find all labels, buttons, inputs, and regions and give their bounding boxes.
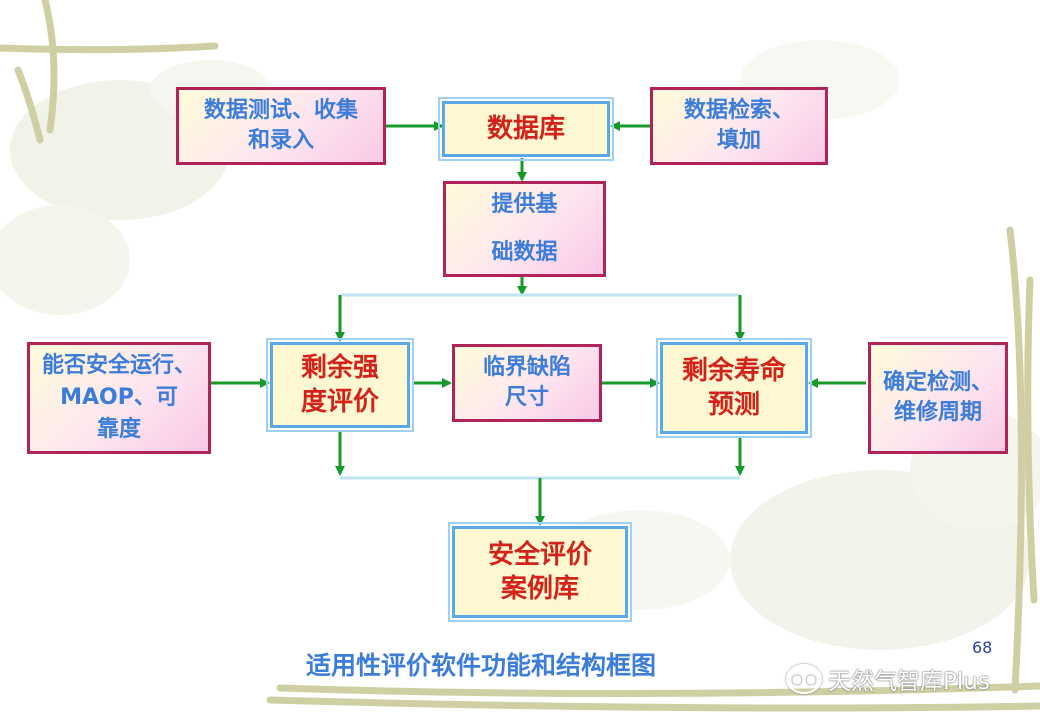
box-critical-defect: 临界缺陷 尺寸 (452, 344, 602, 422)
box-data-retrieval: 数据检索、 填加 (650, 87, 828, 165)
box-data-collection-line-1: 数据测试、收集 (203, 98, 358, 123)
box-safe-operation: 能否安全运行、 MAOP、可 靠度 (27, 342, 211, 454)
box-inspection-cycle-line-1: 确定检测、 (882, 370, 993, 395)
box-critical-defect-line-1: 临界缺陷 (482, 355, 571, 380)
box-critical-defect-line-2: 尺寸 (504, 385, 549, 410)
page-number: 68 (972, 638, 993, 657)
box-data-collection-line-2: 和录入 (247, 128, 314, 153)
box-strength-eval-line-2: 度评价 (300, 387, 379, 417)
box-basic-data: 提供基 础数据 (443, 181, 606, 277)
connector-lines (211, 121, 866, 526)
watermark-text: 天然气智库Plus (828, 669, 990, 695)
box-data-collection: 数据测试、收集 和录入 (176, 87, 386, 165)
box-inspection-cycle-line-2: 维修周期 (893, 400, 982, 425)
box-safe-operation-line-2: MAOP、可 (60, 385, 178, 410)
box-life-prediction-line-1: 剩余寿命 (681, 356, 786, 386)
box-case-library-line-2: 案例库 (500, 574, 579, 604)
box-strength-eval-line-1: 剩余强 (300, 353, 379, 383)
box-database: 数据库 (438, 97, 614, 161)
box-case-library-line-1: 安全评价 (487, 540, 592, 570)
box-strength-eval: 剩余强 度评价 (266, 338, 414, 432)
diagram-caption: 适用性评价软件功能和结构框图 (306, 651, 657, 680)
box-database-line-1: 数据库 (486, 114, 565, 144)
box-safe-operation-line-1: 能否安全运行、 (41, 353, 196, 378)
box-basic-data-line-2: 础数据 (491, 240, 558, 265)
box-life-prediction-line-2: 预测 (707, 390, 760, 420)
box-life-prediction: 剩余寿命 预测 (656, 338, 812, 438)
box-data-retrieval-line-1: 数据检索、 (683, 98, 794, 123)
box-safe-operation-line-3: 靠度 (96, 417, 141, 442)
watermark: ● ● 天然气智库Plus (786, 662, 990, 696)
box-inspection-cycle: 确定检测、 维修周期 (868, 342, 1008, 454)
wechat-icon: ● ● (786, 664, 822, 694)
box-data-retrieval-line-2: 填加 (716, 128, 761, 153)
box-case-library: 安全评价 案例库 (448, 522, 632, 622)
box-basic-data-line-1: 提供基 (491, 192, 558, 217)
